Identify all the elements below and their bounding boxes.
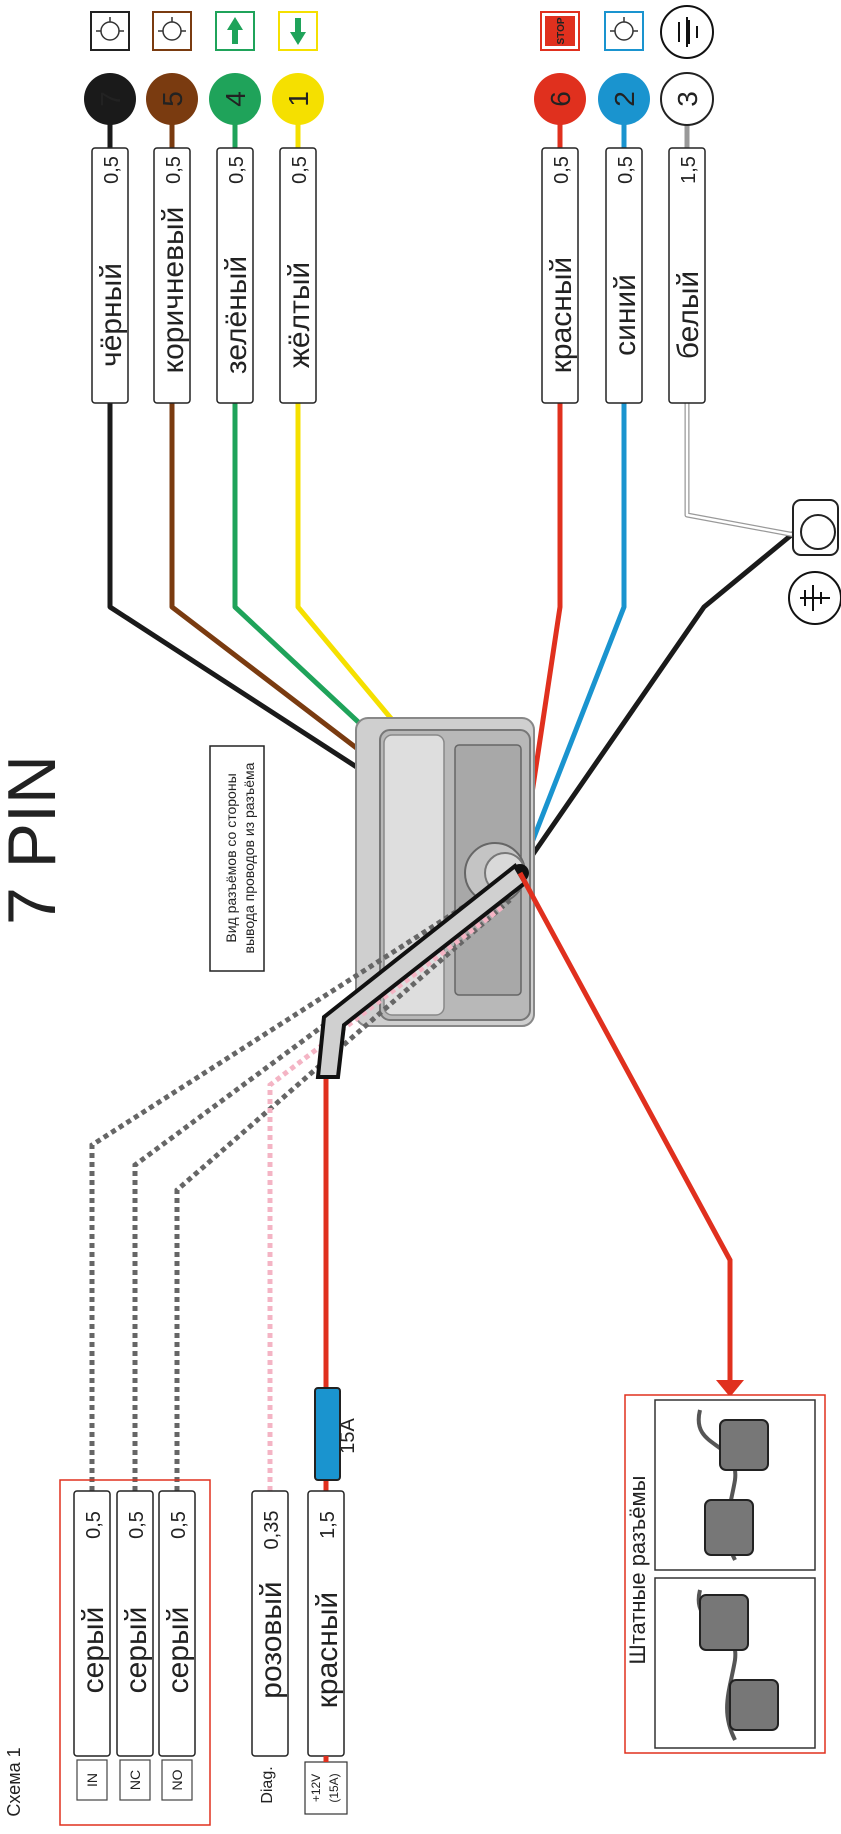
wire-color-name: розовый (255, 1581, 288, 1698)
ground-terminal (792, 499, 839, 556)
top-wire-3: зелёный 0,5 4 (209, 11, 261, 404)
top-wire-5: красный 0,5 6 STOP (534, 11, 586, 404)
factory-connectors-label: Штатные разъёмы (625, 1476, 650, 1665)
diag-label: Diag. (259, 1766, 276, 1803)
pin-number: 7 (95, 91, 126, 107)
scheme-frame (59, 1479, 211, 1826)
wire-label-tag (279, 147, 317, 404)
pin-circle (660, 72, 714, 126)
fuse-label: 15A (337, 1418, 359, 1454)
stop-light-icon: STOP (540, 11, 580, 51)
bottom-wire-1: серый 0,5IN (73, 1490, 111, 1801)
wire-grey-in (89, 887, 492, 1491)
pin-number: 6 (545, 91, 576, 107)
wire-color-name: жёлтый (283, 262, 316, 368)
rear-fog-light-icon (90, 11, 130, 51)
wire-label-tag (73, 1490, 111, 1757)
wire-color-name: серый (120, 1607, 153, 1694)
wire-code: NC (127, 1770, 143, 1790)
wire-label-tag (91, 147, 129, 404)
pin-circle (534, 73, 586, 125)
wire-white (684, 400, 796, 538)
wire-code: NO (169, 1769, 185, 1790)
top-wire-2: коричневый 0,5 5 (146, 11, 198, 404)
left-turn-arrow-icon (278, 11, 318, 51)
wire-color-name: серый (162, 1607, 195, 1694)
factory-connectors: Штатные разъёмы (624, 1394, 826, 1754)
wire-red-factory (517, 871, 733, 1385)
wire-color-name: синий (609, 274, 642, 356)
wire-label-tag (605, 147, 643, 404)
power-voltage: +12V (309, 1774, 323, 1802)
wire-gauge: 1,5 (317, 1511, 339, 1539)
fuse (314, 1387, 341, 1481)
side-light-icon (152, 11, 192, 51)
stop-icon-text: STOP (556, 17, 567, 44)
wires-bottom (89, 863, 744, 1493)
wire-color-name: красный (311, 1592, 344, 1708)
wire-ground (517, 530, 797, 875)
note-line-2: вывода проводов из разъёма (241, 762, 257, 953)
wire-gauge: 0,35 (261, 1511, 283, 1550)
wire-gauge: 0,5 (168, 1511, 190, 1539)
wire-grey-no (174, 898, 512, 1491)
wire-pink (267, 903, 507, 1491)
pin-number: 2 (609, 91, 640, 107)
ground-icon (660, 5, 714, 59)
note-box (209, 745, 265, 972)
wire-color-name: красный (545, 257, 578, 373)
power-current: (15A) (327, 1773, 341, 1802)
wire-gauge: 0,5 (615, 156, 637, 184)
ground-icon (788, 571, 841, 625)
bottom-wire-4: розовый 0,35 (251, 1490, 289, 1757)
arrow-head (716, 1380, 744, 1397)
wire-label-tag (153, 147, 191, 404)
wire-color-name: белый (672, 271, 705, 359)
wire-color-name: чёрный (95, 263, 128, 367)
wire-gauge: 0,5 (163, 156, 185, 184)
right-turn-arrow-icon (215, 11, 255, 51)
wire-color-name: зелёный (220, 256, 253, 374)
power-box (304, 1761, 348, 1815)
wire-gauge: 1,5 (678, 156, 700, 184)
top-wire-6: синий 0,5 2 (598, 11, 650, 404)
wire-color-name: серый (77, 1607, 110, 1694)
scheme-label: Схема 1 (4, 1747, 24, 1816)
pin-circle (146, 73, 198, 125)
reverse-light-icon (604, 11, 644, 51)
page-title: 7 PIN (0, 755, 70, 925)
bottom-wire-5: красный 1,5 (307, 1490, 345, 1757)
pin-circle (272, 73, 324, 125)
wire-gauge: 0,5 (551, 156, 573, 184)
wire-label-tag (158, 1490, 196, 1757)
wire-gauge: 0,5 (226, 156, 248, 184)
pin-number: 4 (220, 91, 251, 107)
pin-circle (84, 73, 136, 125)
wire-gauge: 0,5 (289, 156, 311, 184)
bottom-wire-3: серый 0,5NO (158, 1490, 196, 1801)
wire-label-tag (541, 147, 579, 404)
wire-label-tag (116, 1490, 154, 1757)
wire-gauge: 0,5 (101, 156, 123, 184)
wire-grey-nc (132, 892, 502, 1491)
wire-gauge: 0,5 (126, 1511, 148, 1539)
wire-color-name: коричневый (157, 207, 190, 374)
wire-label-tag (216, 147, 254, 404)
wire-code: IN (84, 1773, 100, 1787)
wire-blue (517, 400, 627, 874)
top-wire-1: чёрный 0,5 7 (84, 11, 136, 404)
pin-circle (209, 73, 261, 125)
pin-number: 1 (283, 91, 314, 107)
top-wire-7: белый 1,5 3 (660, 5, 714, 404)
top-wire-4: жёлтый 0,5 1 (272, 11, 324, 404)
pin-circle (598, 73, 650, 125)
wire-gauge: 0,5 (83, 1511, 105, 1539)
pin-number: 5 (157, 91, 188, 107)
bottom-wire-2: серый 0,5NC (116, 1490, 154, 1801)
pin-number: 3 (672, 91, 703, 107)
wire-label-tag (251, 1490, 289, 1757)
wire-label-tag (668, 147, 706, 404)
note-line-1: Вид разъёмов со стороны (223, 773, 239, 942)
